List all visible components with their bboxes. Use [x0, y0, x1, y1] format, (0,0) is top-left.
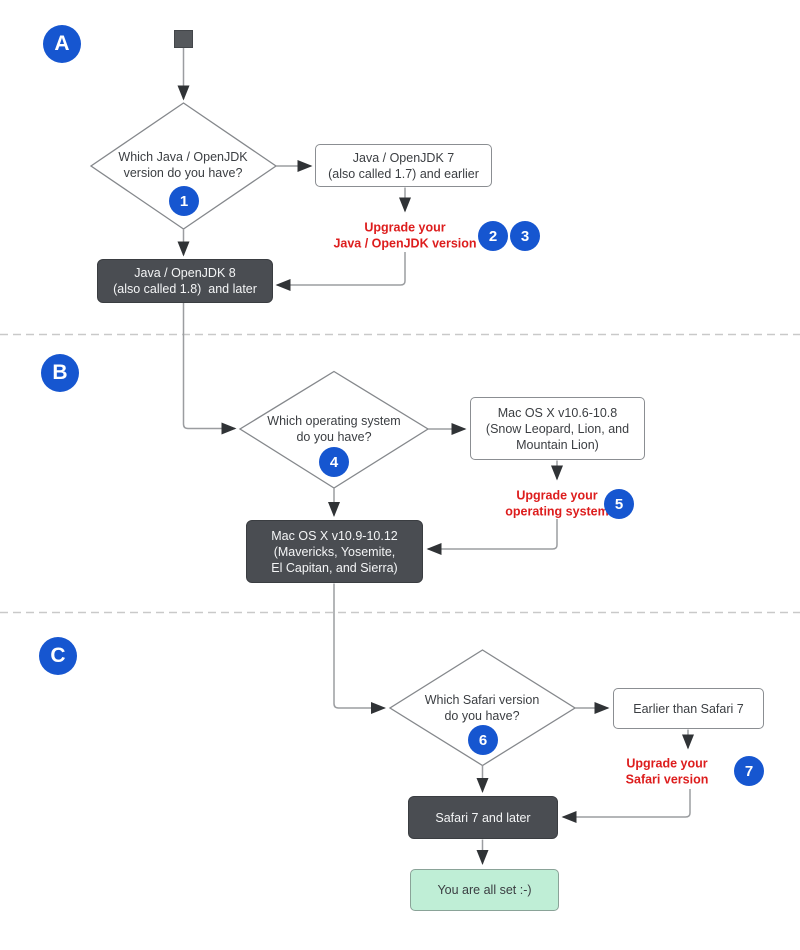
node-jdk7-and-earlier: Java / OpenJDK 7 (also called 1.7) and e… [315, 144, 492, 187]
connectors [177, 48, 694, 865]
connector-upgrade-to-new-os [426, 519, 558, 555]
node-safari-new: Safari 7 and later [408, 796, 558, 839]
connector-jdk8-to-os-diamond [182, 302, 237, 435]
step-badge-1: 1 [169, 186, 199, 216]
connector-new-os-to-safari-diamond [333, 583, 386, 714]
section-b-circle: B [41, 354, 79, 392]
node-macos-old: Mac OS X v10.6-10.8 (Snow Leopard, Lion,… [470, 397, 645, 460]
node-all-set: You are all set :-) [410, 869, 559, 911]
step-badge-6: 6 [468, 725, 498, 755]
step-badge-4: 4 [319, 447, 349, 477]
section-c-circle: C [39, 637, 77, 675]
java-version-question: Which Java / OpenJDK version do you have… [118, 149, 248, 180]
node-macos-new: Mac OS X v10.9-10.12 (Mavericks, Yosemit… [246, 520, 423, 583]
connector-upgrade-to-new-safari [561, 789, 691, 823]
upgrade-java-label: Upgrade your Java / OpenJDK version [333, 220, 477, 250]
upgrade-os-label: Upgrade your operating system [505, 488, 609, 518]
start-node [174, 30, 193, 48]
step-badge-5: 5 [604, 489, 634, 519]
step-badge-2: 2 [478, 221, 508, 251]
section-a-circle: A [43, 25, 81, 63]
upgrade-safari-label: Upgrade your Safari version [625, 756, 709, 786]
safari-version-question: Which Safari version do you have? [424, 692, 540, 723]
node-safari-old: Earlier than Safari 7 [613, 688, 764, 729]
connector-upgrade-to-jdk8 [275, 252, 406, 291]
step-badge-3: 3 [510, 221, 540, 251]
node-jdk8-and-later: Java / OpenJDK 8 (also called 1.8) and l… [97, 259, 273, 303]
step-badge-7: 7 [734, 756, 764, 786]
operating-system-question: Which operating system do you have? [267, 413, 401, 444]
